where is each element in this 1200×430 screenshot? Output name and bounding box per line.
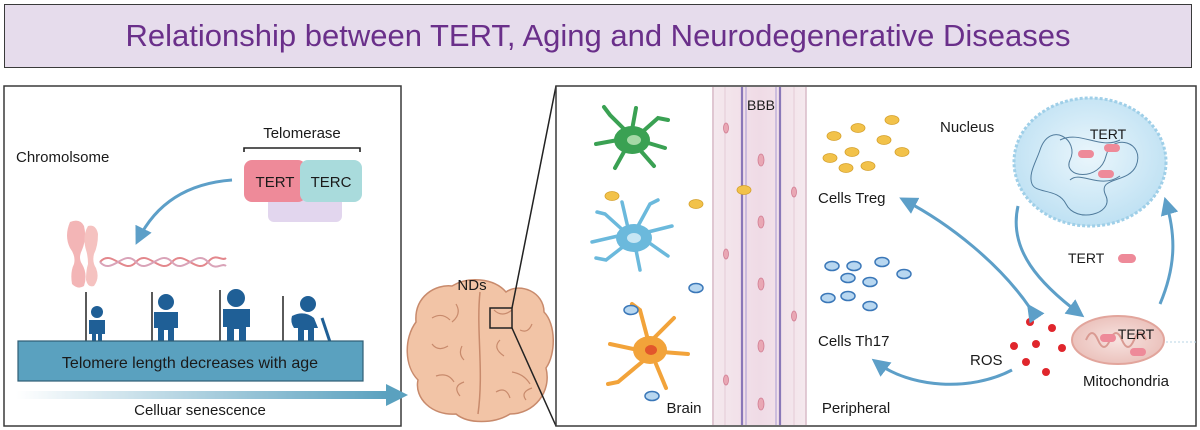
terc-box	[300, 160, 362, 202]
ros-particles	[1010, 318, 1066, 376]
senescence-label: Celluar senescence	[134, 402, 266, 419]
telomerase-label: Telomerase	[263, 125, 341, 142]
astrocyte-cell-icon	[590, 198, 674, 272]
microglia-cell-icon	[594, 105, 670, 170]
free-tert-label: TERT	[1068, 250, 1105, 266]
brain-zoom-box	[489, 307, 513, 329]
ros-label: ROS	[970, 352, 1003, 369]
aging-figures	[85, 289, 332, 343]
adult-figure-icon	[219, 289, 250, 342]
title-bar: Relationship between TERT, Aging and Neu…	[4, 4, 1192, 68]
elderly-figure-icon	[282, 296, 332, 343]
tert-box-label: TERT	[256, 174, 295, 191]
mito-tert-label: TERT	[1118, 326, 1155, 342]
nucleus-icon	[1012, 96, 1168, 228]
telomere-bar-text: Telomere length decreases with age	[62, 355, 318, 372]
child-figure-icon	[85, 292, 105, 342]
telomere-length-bar	[17, 340, 364, 382]
mitochondria-label: Mitochondria	[1083, 373, 1170, 390]
ros-to-th17-arrow	[871, 358, 1013, 386]
mitochondria-icon	[1071, 315, 1196, 365]
zoom-line-top	[511, 85, 557, 309]
dna-helix-icon	[99, 256, 227, 268]
nds-label: NDs	[457, 277, 486, 294]
free-tert-protein	[1118, 254, 1136, 263]
nucleus-label: Nucleus	[940, 119, 994, 136]
brain-side-particles	[604, 185, 752, 402]
chromosome-icon	[67, 220, 98, 288]
telomerase-to-chromosome-arrow	[135, 178, 233, 245]
chromosome-label: Chromolsome	[16, 149, 109, 166]
mitochondria-to-nucleus-arrow	[1158, 196, 1179, 305]
diagram-title: Relationship between TERT, Aging and Neu…	[125, 18, 1071, 53]
senescence-arrow-shaft	[16, 391, 388, 399]
terc-box-label: TERC	[311, 174, 352, 191]
brain-illustration	[406, 279, 554, 423]
treg-label: Cells Treg	[818, 190, 886, 207]
zoom-line-bottom	[511, 327, 557, 427]
senescence-arrow-head	[386, 384, 408, 406]
telomerase-bracket	[243, 147, 361, 152]
treg-cells-cluster	[822, 115, 910, 173]
brain-label: Brain	[666, 400, 701, 417]
blood-brain-barrier	[712, 87, 807, 425]
nucleus-tert-label: TERT	[1090, 126, 1127, 142]
youth-figure-icon	[151, 292, 178, 342]
bbb-label: BBB	[747, 97, 775, 113]
tert-box	[244, 160, 306, 202]
mito-treg-arrow	[899, 197, 1045, 324]
th17-cells-cluster	[820, 256, 912, 312]
th17-label: Cells Th17	[818, 333, 889, 350]
peripheral-label: Peripheral	[822, 400, 890, 417]
